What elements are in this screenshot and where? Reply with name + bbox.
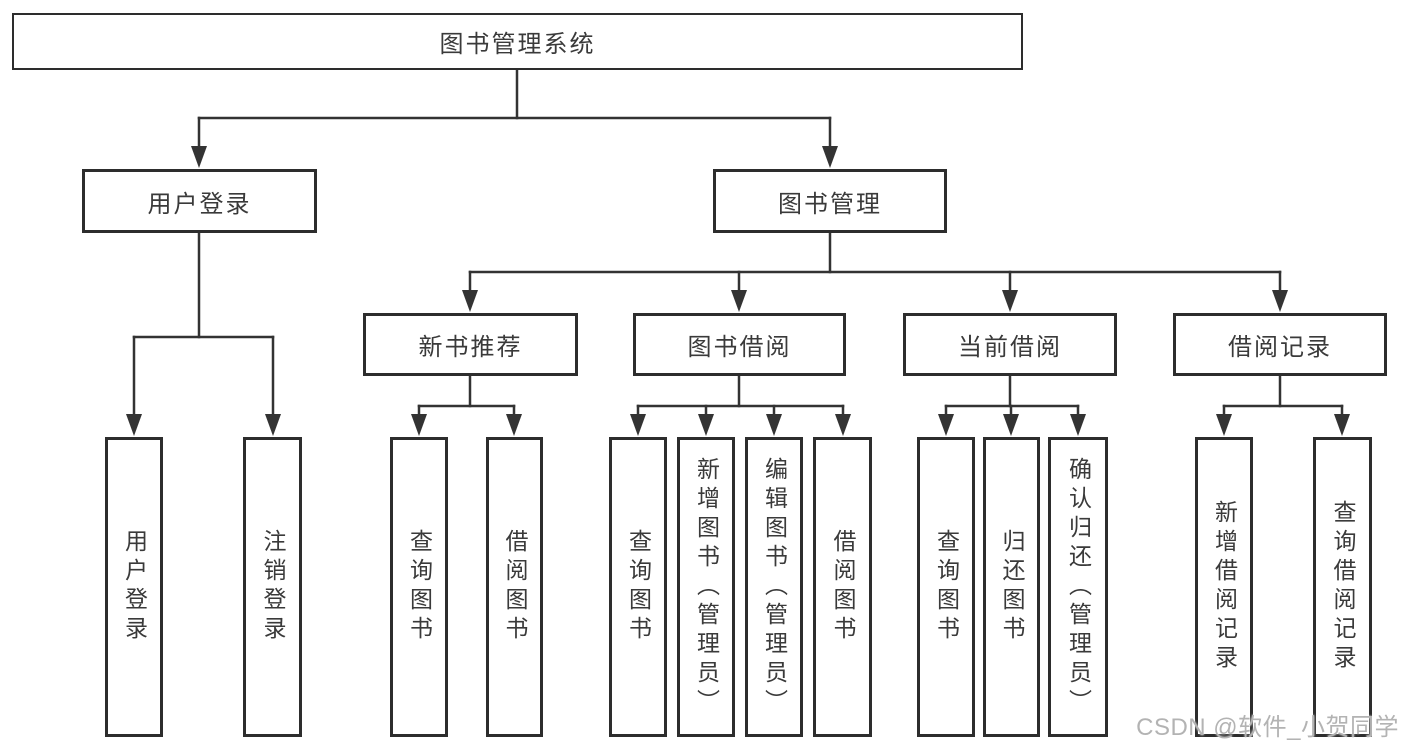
leaf-add-books-admin: 新增图书（管理员） bbox=[677, 437, 735, 737]
node-label: 查询借阅记录 bbox=[1330, 500, 1356, 674]
watermark: CSDN @软件_小贺同学 bbox=[1136, 714, 1399, 741]
node-label: 图书管理 bbox=[778, 190, 882, 218]
leaf-add-borrow-record: 新增借阅记录 bbox=[1195, 437, 1253, 737]
node-label: 查询图书 bbox=[406, 529, 433, 645]
leaf-edit-books-admin: 编辑图书（管理员） bbox=[745, 437, 803, 737]
node-label: 查询图书 bbox=[933, 529, 960, 645]
node-label: 新书推荐 bbox=[418, 334, 523, 361]
leaf-borrow-books-1: 借阅图书 bbox=[486, 437, 543, 737]
node-current-borrowing: 当前借阅 bbox=[903, 313, 1117, 376]
node-label: 归还图书 bbox=[999, 529, 1025, 645]
node-label: 图书管理系统 bbox=[439, 31, 596, 58]
node-label: 查询图书 bbox=[625, 529, 652, 645]
node-label: 图书借阅 bbox=[687, 334, 792, 361]
node-label: 借阅记录 bbox=[1228, 334, 1332, 361]
node-label: 注销登录 bbox=[260, 529, 286, 645]
node-label: 借阅图书 bbox=[830, 529, 856, 645]
node-label: 新增图书（管理员） bbox=[693, 456, 720, 718]
leaf-logout: 注销登录 bbox=[243, 437, 302, 737]
node-user-login: 用户登录 bbox=[82, 169, 317, 233]
node-label: 确认归还（管理员） bbox=[1065, 456, 1092, 718]
leaf-query-books-3: 查询图书 bbox=[917, 437, 975, 737]
leaf-confirm-return-admin: 确认归还（管理员） bbox=[1048, 437, 1108, 737]
node-book-management: 图书管理 bbox=[713, 169, 947, 233]
node-label: 当前借阅 bbox=[958, 334, 1062, 361]
leaf-query-books-2: 查询图书 bbox=[609, 437, 667, 737]
leaf-borrow-books-2: 借阅图书 bbox=[813, 437, 872, 737]
node-library-management-system: 图书管理系统 bbox=[12, 13, 1023, 70]
node-label: 借阅图书 bbox=[502, 529, 528, 645]
node-label: 用户登录 bbox=[147, 190, 252, 218]
node-label: 新增借阅记录 bbox=[1211, 500, 1238, 674]
node-book-borrowing: 图书借阅 bbox=[633, 313, 846, 376]
node-label: 编辑图书（管理员） bbox=[761, 456, 788, 718]
node-label: 用户登录 bbox=[121, 529, 148, 645]
leaf-return-books: 归还图书 bbox=[983, 437, 1040, 737]
node-borrowing-records: 借阅记录 bbox=[1173, 313, 1387, 376]
leaf-query-borrow-record: 查询借阅记录 bbox=[1313, 437, 1372, 737]
leaf-user-login: 用户登录 bbox=[105, 437, 163, 737]
leaf-query-books-1: 查询图书 bbox=[390, 437, 448, 737]
node-new-book-recommend: 新书推荐 bbox=[363, 313, 578, 376]
